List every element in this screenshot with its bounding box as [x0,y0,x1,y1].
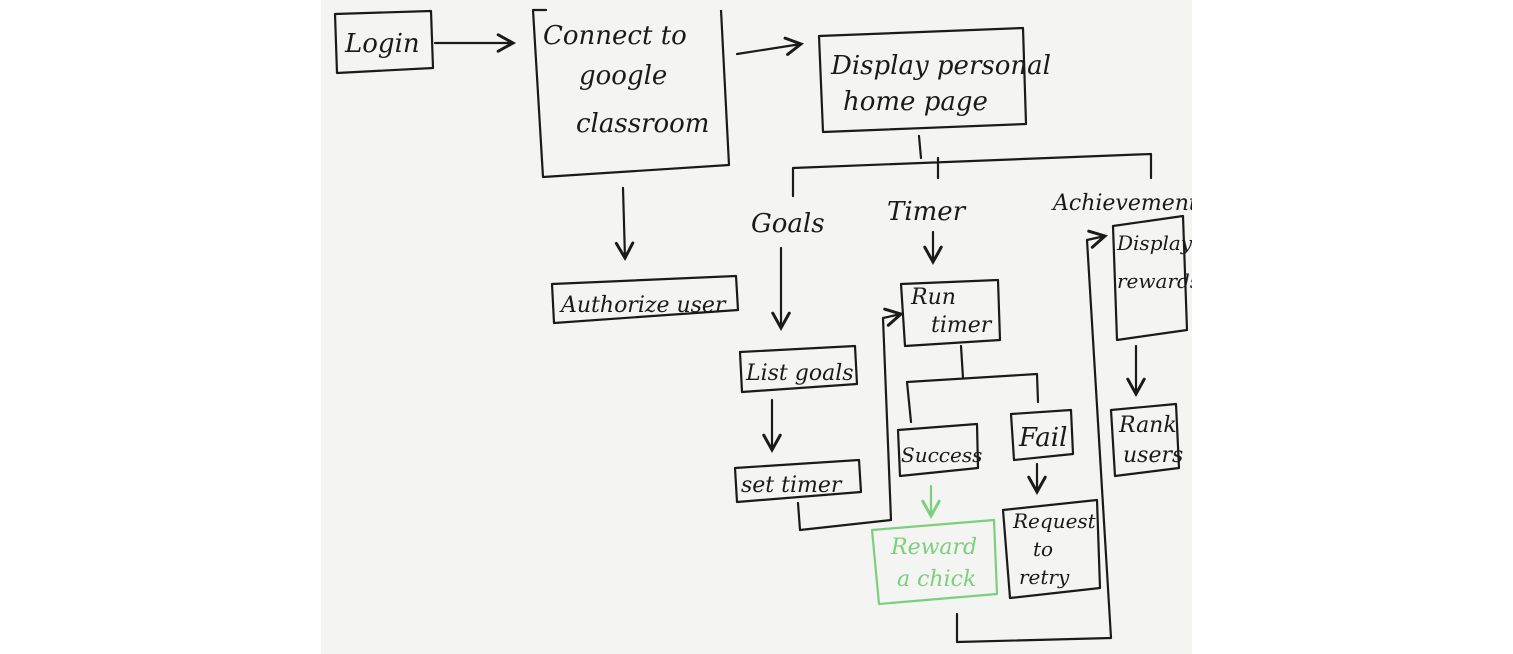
node-reward-line-1: Reward [890,535,977,560]
diagram-canvas: Login Connect to google classroom Author… [321,0,1192,654]
node-login: Login [333,9,435,75]
flowchart: Login Connect to google classroom Author… [333,8,1192,644]
node-login-label: Login [344,29,420,59]
node-run-timer: Run timer [899,278,1002,348]
node-run-timer-line-1: Run [910,285,956,310]
node-authorize-user: Authorize user [550,274,740,325]
node-authorize-label: Authorize user [559,293,727,318]
node-retry-line-1: Request [1012,509,1097,533]
node-list-goals: List goals [738,344,859,394]
node-reward-line-2: a chick [897,567,976,592]
node-display-rewards-line-1: Display [1116,231,1192,255]
branch-bus-home [791,134,1153,198]
node-success: Success [896,422,982,478]
node-request-retry: Request to retry [1001,498,1102,600]
node-display-home: Display personal home page [817,26,1051,134]
node-rank-line-1: Rank [1118,413,1177,438]
arrow-loop-to-rewards [955,229,1113,644]
node-home-line-1: Display personal [830,51,1051,81]
node-rank-line-2: users [1123,443,1183,468]
arrow-settimer-to-runtimer [796,307,904,532]
branch-achievements-label: Achievements [1051,191,1192,216]
arrow-connect-to-authorize [614,186,635,262]
node-fail: Fail [1009,408,1075,462]
node-retry-line-3: retry [1019,565,1070,589]
node-display-rewards: Display rewards [1111,214,1192,342]
node-set-timer: set timer [733,458,863,504]
node-list-goals-label: List goals [745,361,854,386]
node-display-rewards-line-2: rewards [1117,269,1192,293]
branch-bus-run-timer [905,344,1040,424]
node-connect-line-3: classroom [576,109,709,139]
node-connect-line-2: google [579,61,667,91]
node-success-label: Success [901,443,982,467]
branch-timer-label: Timer [887,197,967,227]
node-reward-chick: Reward a chick [870,518,999,606]
node-fail-label: Fail [1018,423,1067,453]
node-retry-line-2: to [1033,537,1053,561]
node-connect-line-1: Connect to [543,21,687,51]
branch-goals-label: Goals [751,209,825,239]
arrow-connect-to-home [735,36,805,56]
node-run-timer-line-2: timer [931,313,993,338]
node-rank-users: Rank users [1109,402,1183,478]
node-set-timer-label: set timer [741,473,843,498]
node-home-line-2: home page [843,87,988,117]
node-connect-classroom: Connect to google classroom [531,8,731,179]
